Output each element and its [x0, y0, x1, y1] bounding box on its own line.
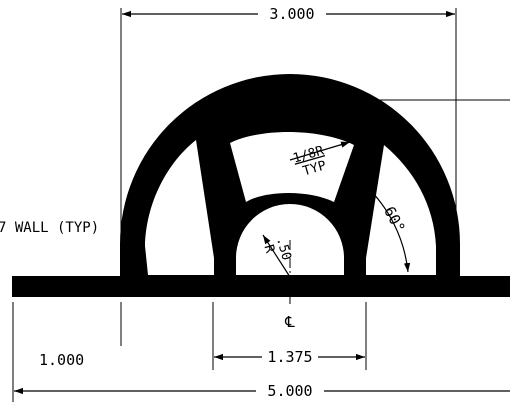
seal-profile [12, 74, 510, 297]
dimension-arc-angle [363, 183, 411, 273]
callout-fillet: 1/8R TYP [291, 143, 328, 179]
seal-profile-body [12, 74, 510, 297]
extension-lines [12, 8, 510, 402]
callout-wall-thickness: 7 WALL (TYP) [0, 220, 99, 236]
leader-fillet-radius [289, 141, 351, 161]
callout-inner-radius-value: .50 [273, 235, 294, 262]
label-bg-dome-width [258, 5, 326, 23]
callout-inner-radius: .50 R [260, 235, 294, 262]
centerline-symbol: ℄ [284, 313, 295, 331]
dimension-dome-width: 3.000 [269, 5, 314, 23]
dimension-flange: 1.000 [39, 351, 84, 369]
dimension-base-opening: 1.375 [267, 348, 312, 366]
dimension-overall-width: 5.000 [267, 382, 312, 400]
leader-wall-tick [195, 110, 205, 129]
callout-fillet-typ: TYP [301, 158, 328, 179]
callout-inner-radius-r: R [260, 243, 277, 255]
label-bg-base-opening [262, 348, 318, 366]
leader-inner-radius [262, 234, 291, 278]
label-bg-overall-width [256, 382, 324, 400]
